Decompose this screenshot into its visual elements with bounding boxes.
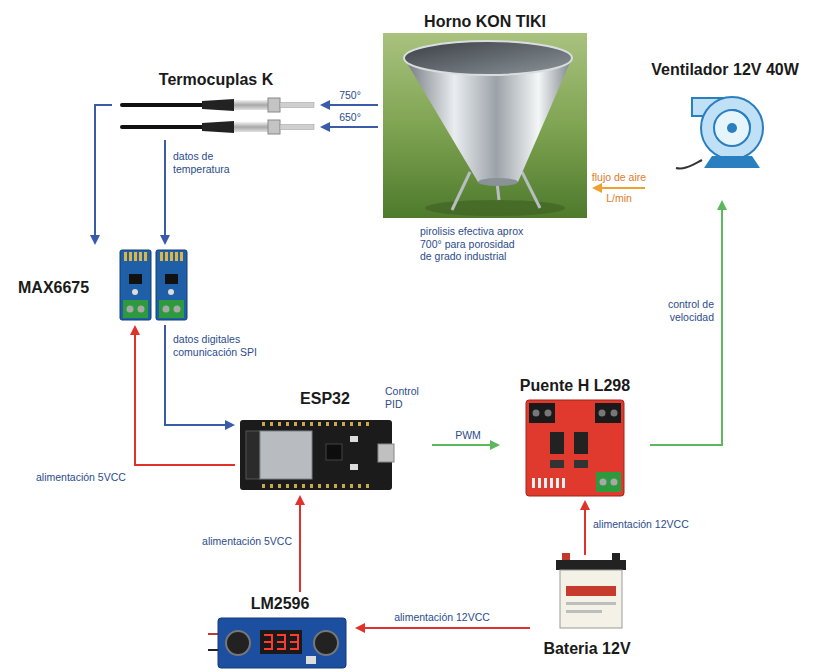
component-title: Horno KON TIKI	[424, 12, 546, 31]
max6675-boards	[120, 250, 187, 320]
component-node: ESP32 Control PID	[235, 385, 432, 495]
edge-label: PWM	[440, 429, 496, 442]
connector	[295, 495, 305, 592]
arrow-head	[295, 495, 305, 505]
arrow-head	[355, 623, 365, 633]
connector-line	[650, 210, 722, 445]
connector-line	[602, 187, 645, 189]
l298-board	[526, 400, 624, 496]
connector-line	[365, 627, 530, 629]
component-title: Puente H L298	[520, 376, 630, 395]
connector-line	[299, 505, 301, 592]
component-title: Ventilador 12V 40W	[651, 60, 799, 79]
connector-line	[432, 444, 490, 446]
edge-label: alimentación 12VCC	[382, 611, 502, 624]
component-note: pirolisis efectiva aprox 700° para poros…	[420, 225, 524, 263]
edge-label: datos digitales comunicación SPI	[173, 333, 273, 359]
edge-label: 650°	[328, 111, 372, 124]
edge-label: datos de temperatura	[173, 150, 248, 176]
blower-fan-icon	[676, 97, 763, 169]
component-node: MAX6675	[14, 245, 194, 325]
component-title: MAX6675	[18, 278, 89, 297]
component-node: LM2596	[205, 592, 355, 670]
arrow-head	[320, 100, 330, 110]
arrow-head	[160, 235, 170, 245]
thermocouple-probes	[120, 98, 314, 134]
esp32-board	[240, 420, 394, 490]
connector-line	[95, 105, 112, 235]
battery-picture	[556, 553, 626, 628]
lm2596-board	[208, 618, 346, 668]
arrow-head	[225, 420, 235, 430]
component-title: Termocuplas K	[159, 70, 273, 89]
connector-line	[330, 126, 378, 128]
arrow-head	[717, 200, 727, 210]
component-title: ESP32	[300, 389, 350, 408]
edge-label: alimentación 5VCC	[36, 471, 140, 484]
edge-label: alimentación 5VCC	[188, 535, 292, 548]
edge-label: flujo de aire	[584, 171, 654, 184]
connector-line	[584, 510, 586, 555]
connector	[130, 325, 235, 465]
connector	[320, 122, 378, 132]
kiln-photo	[383, 33, 587, 218]
connector	[650, 200, 727, 445]
component-node: Ventilador 12V 40W	[645, 56, 805, 200]
connector	[320, 100, 378, 110]
connector	[592, 183, 645, 193]
component-node: Horno KON TIKI pirolisis efectiva aprox 7…	[378, 10, 592, 280]
connector	[90, 105, 112, 245]
arrow-head	[592, 183, 602, 193]
connector-line	[164, 140, 166, 235]
connector-line	[330, 104, 378, 106]
component-note: Control PID	[385, 385, 430, 410]
arrow-head	[580, 500, 590, 510]
edge-label: 750°	[328, 89, 372, 102]
arrow-head	[320, 122, 330, 132]
connector	[355, 623, 530, 633]
arrow-head	[490, 440, 500, 450]
component-title: Bateria 12V	[543, 639, 630, 658]
component-node: Puente H L298	[500, 372, 650, 500]
component-node: Termocuplas K	[112, 68, 320, 140]
arrow-head	[90, 235, 100, 245]
arrow-head	[130, 325, 140, 335]
connector	[580, 500, 590, 555]
connector	[160, 140, 170, 245]
unit-label: L/min	[584, 192, 654, 205]
component-title: LM2596	[251, 594, 310, 613]
edge-label: alimentación 12VCC	[593, 518, 705, 531]
component-node: Bateria 12V	[530, 555, 645, 667]
edge-label: control de velocidad	[650, 298, 714, 324]
connector	[432, 440, 500, 450]
